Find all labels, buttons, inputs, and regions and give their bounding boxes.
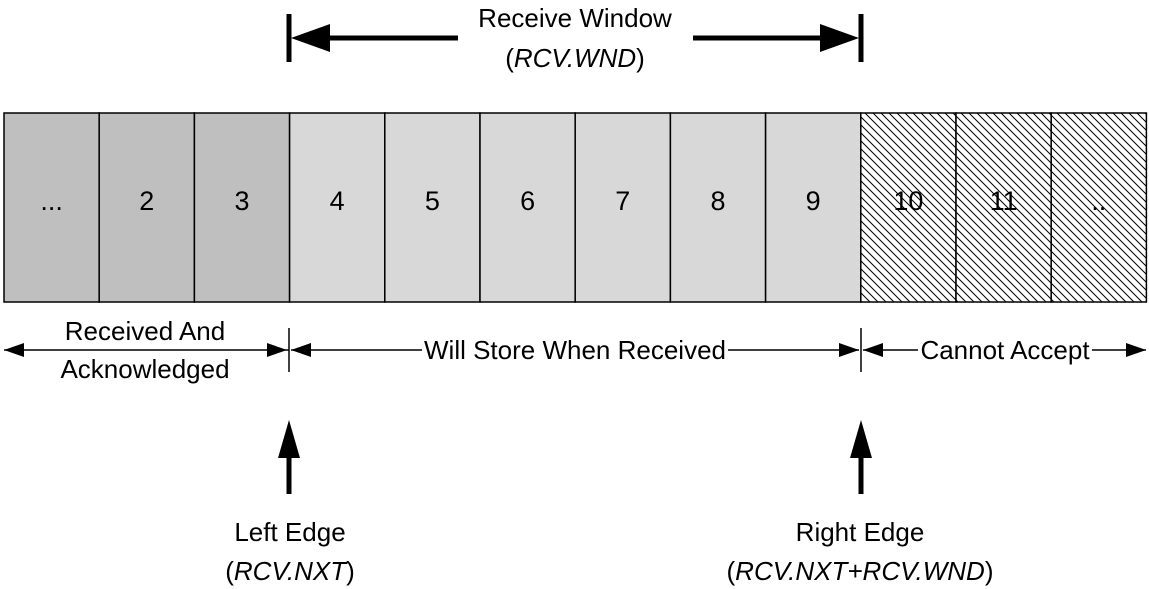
cell-blocked — [860, 112, 957, 303]
cell-received — [98, 112, 196, 303]
window-right-arrowhead — [820, 24, 859, 52]
receive-window-bracket — [286, 14, 864, 62]
right-edge-var: (RCV.NXT+RCV.WND) — [726, 556, 994, 586]
window-left-arrowhead — [291, 24, 330, 52]
will-store-zone-label: Will Store When Received — [422, 335, 728, 365]
receive-window-title: Receive Window — [478, 3, 672, 33]
rcv-nxt-label: RCV.NXT — [233, 556, 347, 586]
cell-window — [479, 112, 576, 303]
cell-window — [384, 112, 481, 303]
left-edge-arrow — [278, 420, 300, 494]
sequence-cells — [3, 112, 1148, 303]
rcv-nxt-plus-wnd-label: RCV.NXT+RCV.WND — [735, 556, 985, 586]
rcv-wnd-label: RCV.WND — [513, 43, 637, 73]
left-edge-var: (RCV.NXT) — [225, 556, 355, 586]
received-label-line2: Acknowledged — [58, 354, 232, 384]
cell-label: 9 — [805, 186, 821, 216]
cell-received — [193, 112, 291, 303]
cell-label: 11 — [989, 186, 1018, 216]
received-zone-label: Received And Acknowledged — [30, 316, 260, 384]
cell-window — [764, 112, 862, 303]
cell-window — [574, 112, 672, 303]
cell-label: 10 — [893, 186, 924, 216]
right-edge-arrow — [850, 420, 872, 494]
cell-blocked — [1050, 112, 1148, 303]
cell-label: 8 — [710, 186, 726, 216]
cell-window — [669, 112, 767, 303]
cannot-accept-zone-label: Cannot Accept — [918, 335, 1092, 365]
cell-label: ... — [40, 186, 63, 216]
cell-label: 2 — [139, 186, 155, 216]
left-edge-title: Left Edge — [234, 517, 346, 547]
right-edge-title: Right Edge — [795, 517, 925, 547]
received-zone-line — [4, 343, 289, 357]
cell-window — [288, 112, 386, 303]
cell-label: 4 — [329, 186, 345, 216]
cell-label: .. — [1091, 186, 1107, 216]
receive-window-var: (RCV.WND) — [505, 43, 645, 73]
cell-label: 7 — [615, 186, 631, 216]
cell-label: 3 — [234, 186, 250, 216]
received-label-line1: Received And — [62, 316, 228, 346]
cell-label: 5 — [424, 186, 440, 216]
cell-received — [3, 112, 100, 303]
cell-label: 6 — [520, 186, 536, 216]
